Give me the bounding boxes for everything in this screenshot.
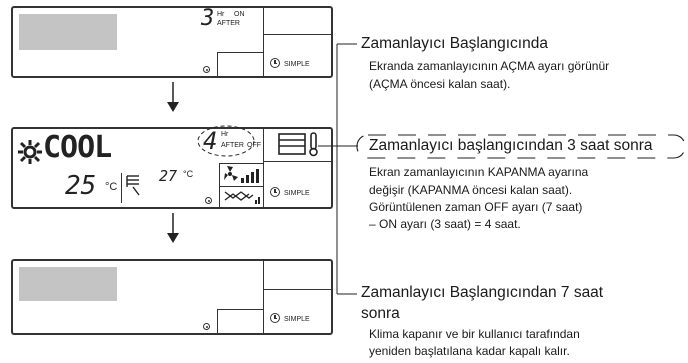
divider	[263, 161, 331, 162]
on-label: ON	[234, 11, 245, 18]
indicator-dot	[205, 197, 212, 204]
timer-hour-digit: 4	[203, 127, 218, 155]
remote-display-panel-7h-after: SIMPLE	[11, 259, 333, 335]
cool-mode-icon	[18, 140, 42, 164]
set-temperature: 25	[65, 171, 97, 201]
divider	[263, 8, 264, 76]
annotation-text: Ekranda zamanlayıcının AÇMA ayarı görünü…	[369, 59, 610, 73]
divider	[263, 261, 264, 333]
annotation-text: Görüntülenen zaman OFF ayarı (7 saat)	[369, 200, 583, 214]
off-label: OFF	[247, 142, 261, 149]
divider	[263, 129, 264, 209]
simple-label: SIMPLE	[284, 61, 310, 68]
remote-display-panel-timer-start: 3 Hr ON AFTER SIMPLE	[11, 6, 333, 78]
divider	[263, 289, 331, 290]
annotation-title: Zamanlayıcı Başlangıcından 7 saat	[361, 284, 604, 301]
simple-label: SIMPLE	[284, 190, 310, 197]
blank-display-area	[19, 14, 117, 50]
simple-label: SIMPLE	[284, 316, 310, 323]
timer-hour-digit: 3	[201, 6, 215, 31]
annotation-text: (AÇMA öncesi kalan saat).	[369, 77, 511, 91]
annotation-text: değişir (KAPANMA öncesi kalan saat).	[369, 183, 573, 197]
down-arrow-icon	[167, 82, 179, 112]
indicator-dot	[203, 66, 210, 73]
blank-display-area	[19, 267, 117, 301]
annotation-title: Zamanlayıcı Başlangıcında	[361, 35, 548, 52]
after-label: AFTER	[221, 142, 244, 149]
clock-icon	[270, 313, 280, 323]
indicator-dot	[203, 323, 210, 330]
remote-display-panel-3h-after: COOL 25 °C 27 °C 4 Hr AFTER OFF	[11, 127, 333, 209]
divider	[219, 186, 263, 187]
divider	[219, 163, 263, 164]
after-label: AFTER	[217, 20, 240, 27]
annotation-title: Zamanlayıcı başlangıcından 3 saat sonra	[369, 137, 653, 154]
divider	[263, 34, 331, 35]
clock-icon	[270, 187, 280, 197]
filter-thermometer-icon	[278, 132, 318, 157]
clock-icon	[270, 58, 280, 68]
divider	[217, 52, 263, 53]
divider	[217, 309, 218, 333]
vane-icon	[126, 175, 140, 196]
down-arrow-icon	[167, 213, 179, 243]
annotation-text: Ekran zamanlayıcının KAPANMA ayarına	[369, 165, 589, 179]
room-temperature: 27	[159, 167, 178, 185]
annotation-text: – ON ayarı (3 saat) = 4 saat.	[369, 217, 521, 231]
divider	[217, 52, 218, 76]
annotation-text: Klima kapanır ve bir kullanıcı tarafında…	[369, 327, 580, 341]
divider	[121, 173, 122, 203]
mode-label: COOL	[43, 130, 112, 165]
annotation-title: sonra	[361, 305, 400, 322]
hr-label: Hr	[221, 131, 229, 138]
fan-speed-icon	[224, 166, 259, 183]
hr-label: Hr	[217, 11, 225, 18]
divider	[217, 309, 263, 310]
room-temp-unit: °C	[183, 169, 194, 179]
annotation-text: yeniden başlatılana kadar kapalı kalır.	[369, 344, 570, 358]
airflow-icon	[224, 191, 260, 204]
temp-unit: °C	[105, 181, 118, 193]
